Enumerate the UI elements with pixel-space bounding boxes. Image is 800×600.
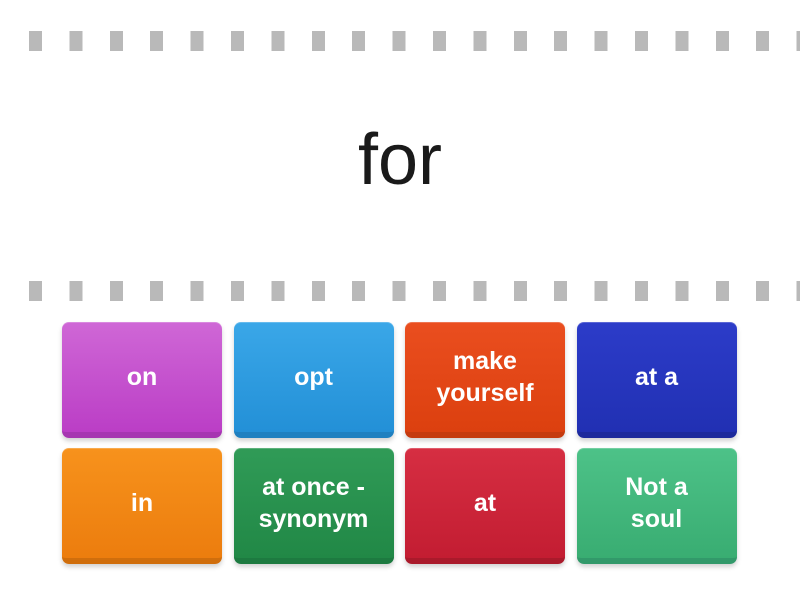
answer-tile[interactable]: Not a soul xyxy=(576,448,737,564)
perforation-divider-middle xyxy=(29,281,800,301)
answer-tile-label: at a xyxy=(634,363,679,391)
answer-tile-label: Not a soul xyxy=(625,473,688,533)
answer-tile[interactable]: on xyxy=(62,322,222,438)
answer-tile-label: at xyxy=(473,489,497,517)
prompt-word: for xyxy=(357,120,443,200)
answer-tile[interactable]: at once - synonym xyxy=(233,448,394,564)
answer-tile-label: in xyxy=(130,489,154,517)
answer-tile[interactable]: at a xyxy=(576,322,737,438)
answer-tile[interactable]: at xyxy=(405,448,565,564)
answer-tile[interactable]: make yourself xyxy=(405,322,565,438)
perforation-divider-top xyxy=(29,31,800,51)
answer-tile[interactable]: opt xyxy=(233,322,394,438)
answer-grid: on opt make yourself at a in at once - s… xyxy=(62,322,737,564)
answer-tile-label: make yourself xyxy=(436,347,534,407)
answer-tile-label: opt xyxy=(294,363,333,391)
answer-tile[interactable]: in xyxy=(62,448,222,564)
answer-tile-label: on xyxy=(126,363,158,391)
answer-tile-label: at once - synonym xyxy=(258,473,369,533)
